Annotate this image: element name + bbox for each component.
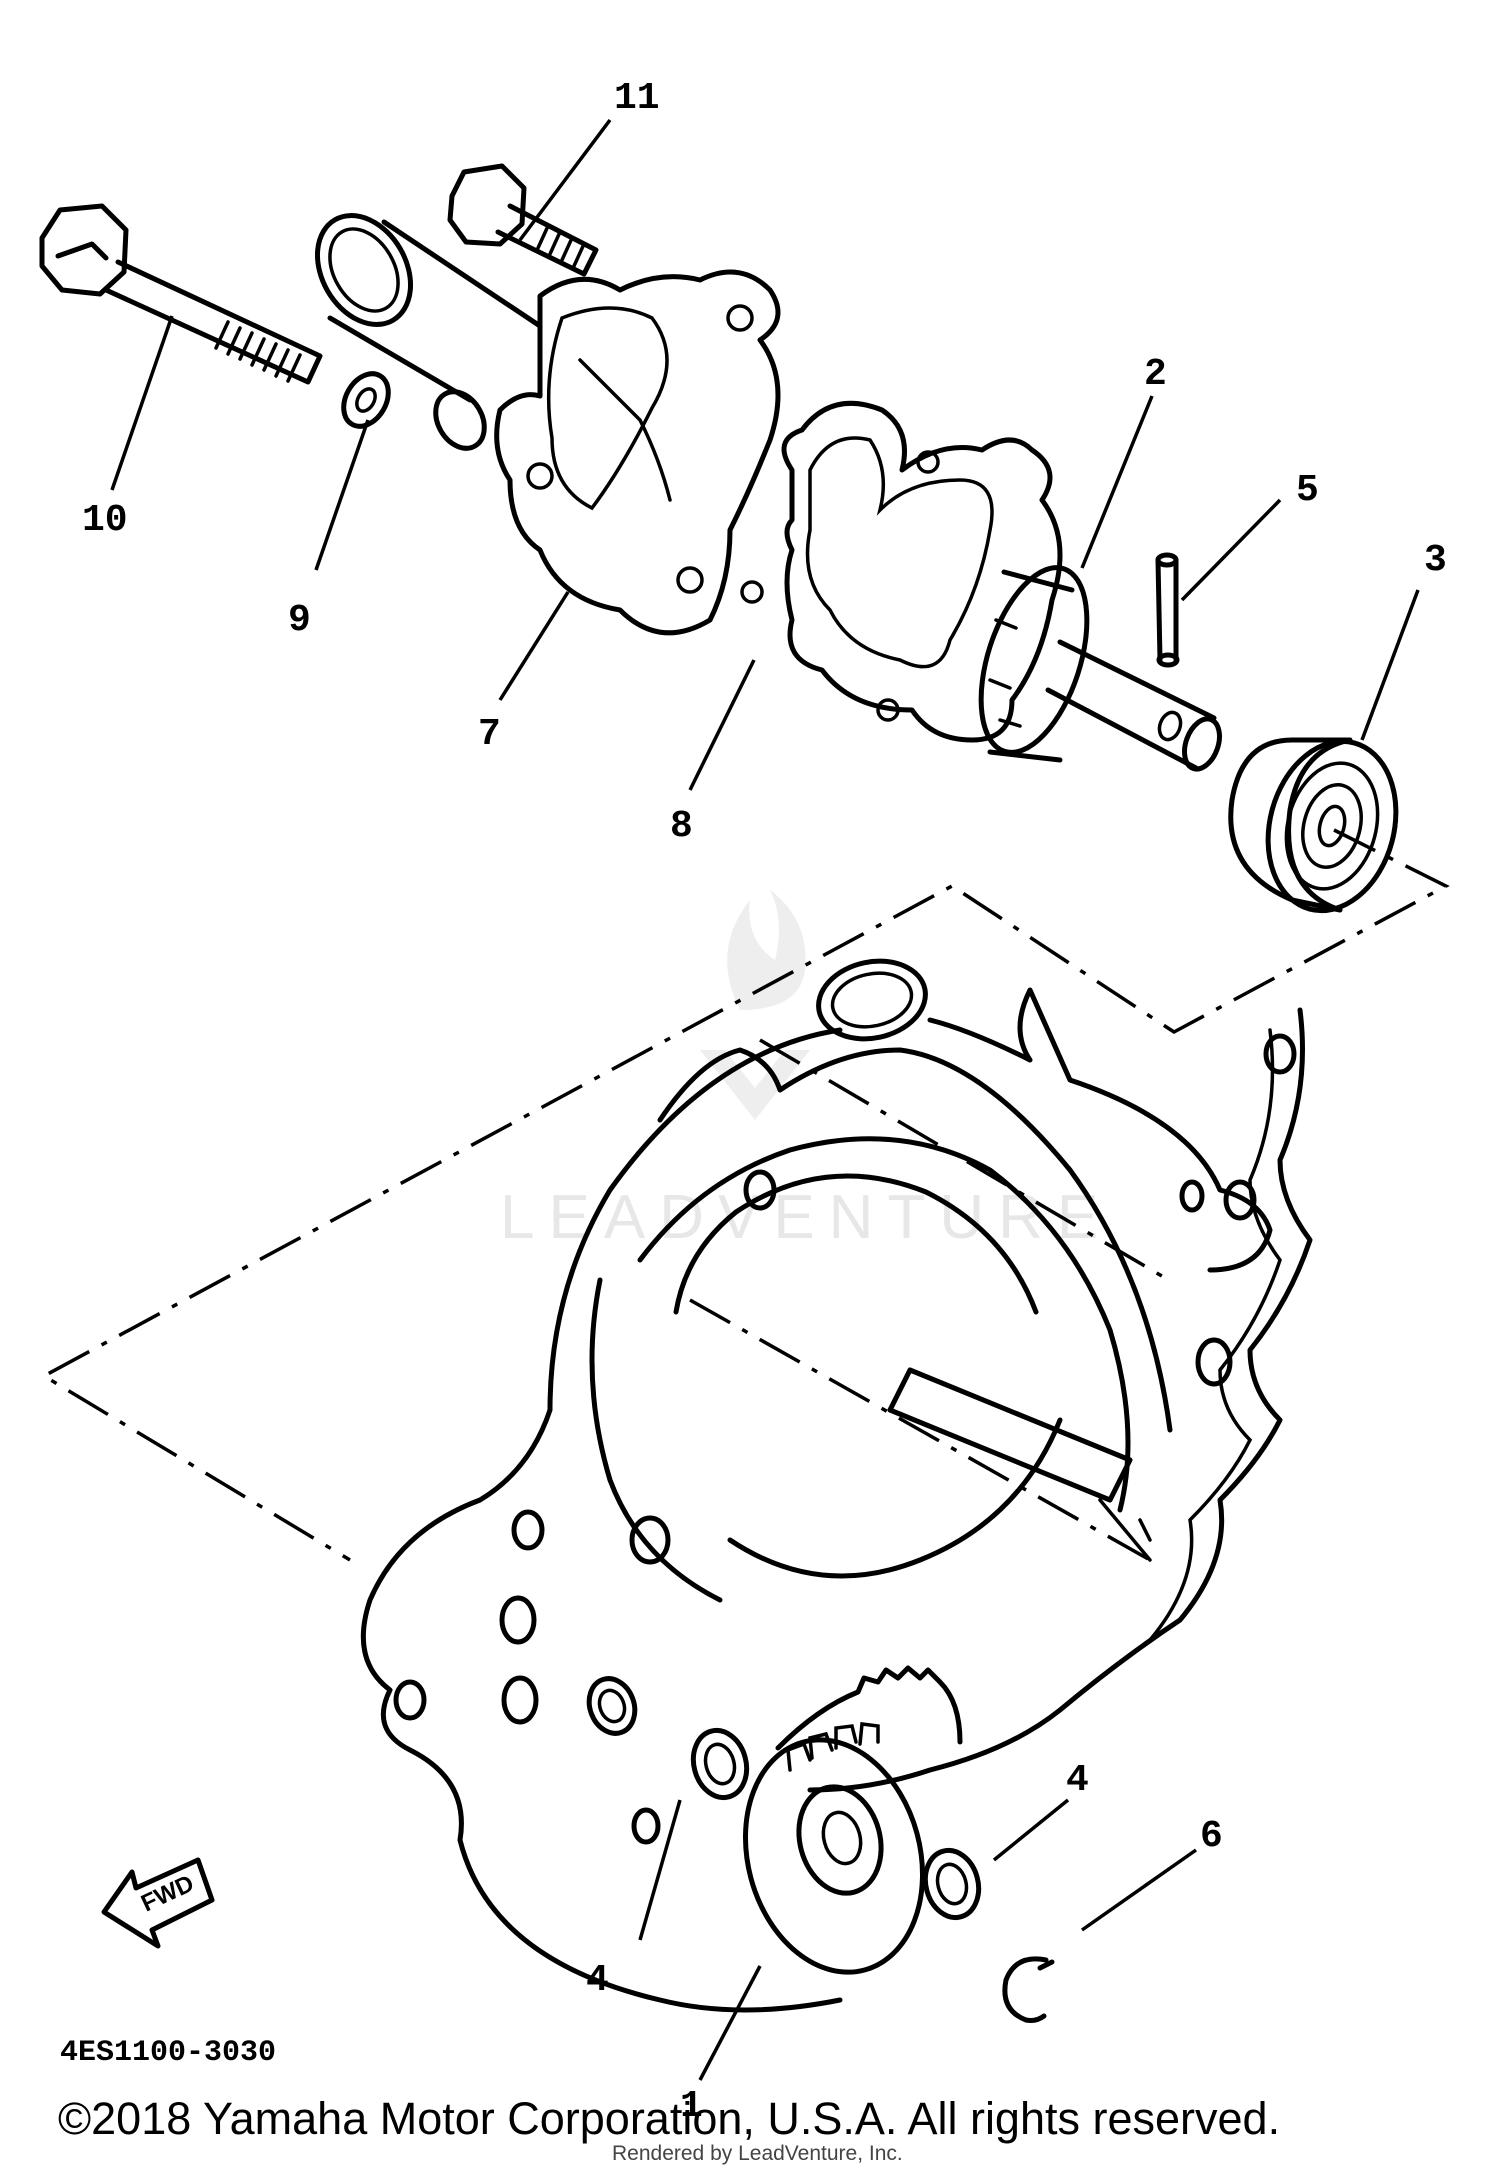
callout-11: 11 [614, 77, 660, 120]
rendered-by: Rendered by LeadVenture, Inc. [612, 2142, 903, 2165]
callout-7: 7 [478, 713, 501, 756]
callout-4-right: 4 [1066, 1759, 1089, 1802]
part-7-pump-cover [314, 213, 781, 636]
part-3-bearing [1228, 737, 1399, 914]
diagram-code: 4ES1100-3030 [60, 2036, 276, 2070]
copyright-notice: ©2018 Yamaha Motor Corporation, U.S.A. A… [58, 2093, 1280, 2144]
crankcase [360, 958, 1313, 2013]
callout-9: 9 [288, 599, 311, 642]
callout-6: 6 [1200, 1815, 1223, 1858]
part-1-gear [742, 1665, 963, 1975]
part-2-impeller-shaft [978, 565, 1222, 772]
part-4-washer-left [690, 1727, 750, 1801]
fwd-arrow-icon: FWD [101, 1857, 215, 1949]
callout-5: 5 [1296, 469, 1319, 512]
assembly-axis [40, 828, 1450, 1562]
callout-4-left: 4 [586, 1959, 609, 2002]
watermark-text: LEADVENTURE [500, 1183, 1112, 1252]
part-6-circlip [1002, 1956, 1055, 2023]
callout-labels: 11 10 9 7 8 2 5 3 4 4 6 1 [82, 77, 1447, 2128]
part-9-washer [341, 371, 391, 429]
part-8-gasket [740, 400, 1063, 743]
callout-3: 3 [1424, 539, 1447, 582]
callout-8: 8 [670, 805, 693, 848]
part-11-bolt [447, 163, 599, 277]
part-4-washer-right [922, 1847, 982, 1921]
callout-10: 10 [82, 499, 128, 542]
part-5-pin [1155, 552, 1180, 668]
part-10-bolt [39, 203, 323, 385]
callout-2: 2 [1144, 353, 1167, 396]
leader-lines [110, 118, 1420, 2081]
leadventure-watermark: LEADVENTURE [500, 890, 1112, 1252]
callout-1: 1 [680, 2085, 703, 2128]
